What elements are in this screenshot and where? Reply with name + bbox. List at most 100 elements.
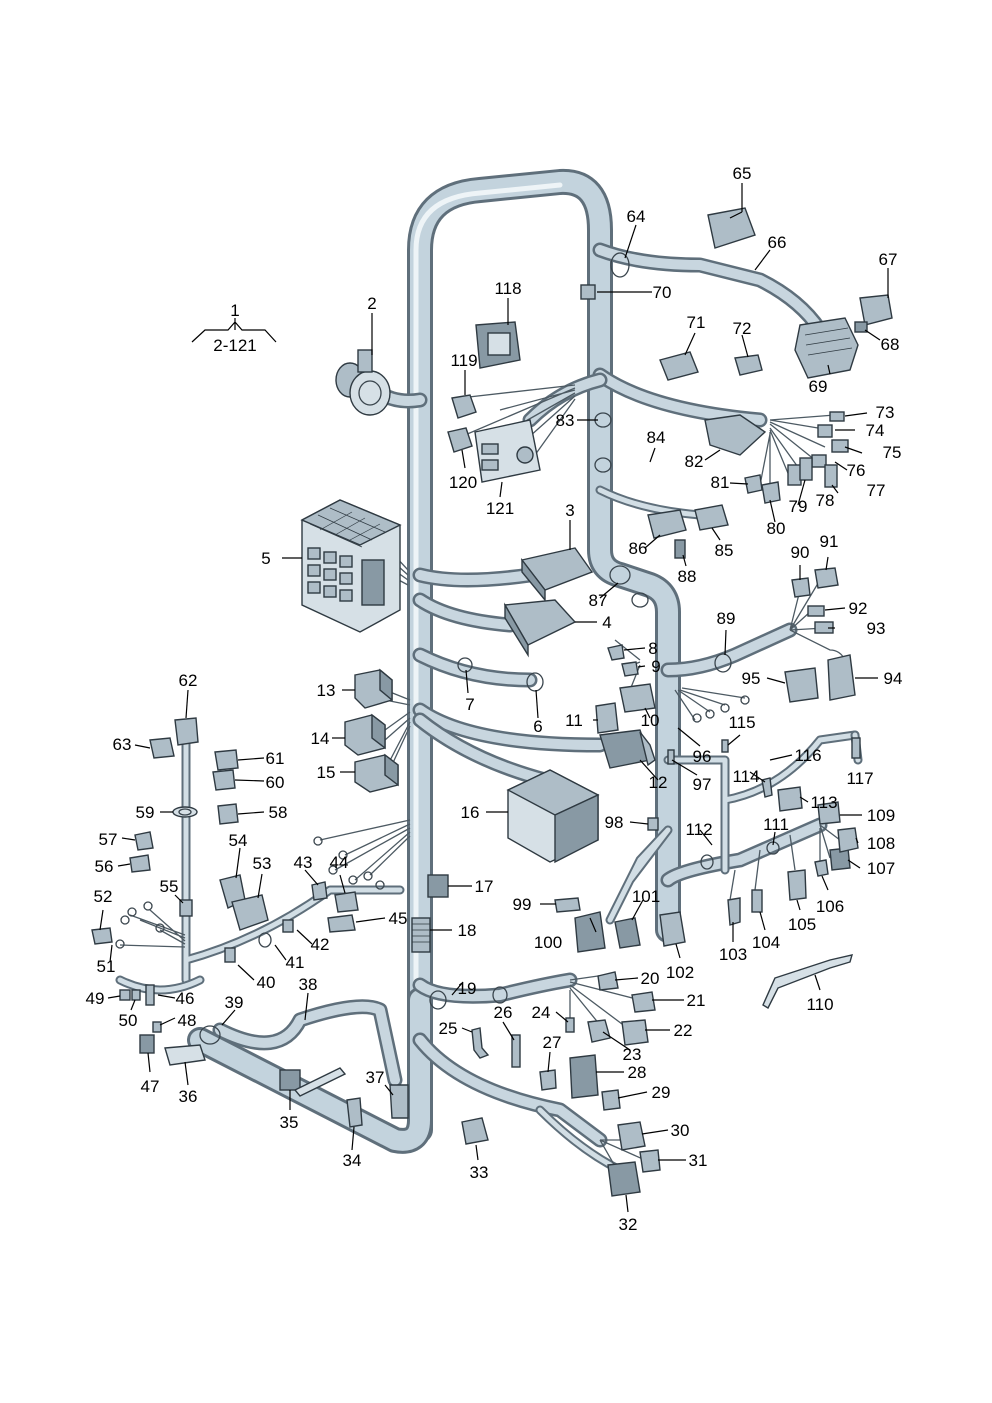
callout-labels: 1 2-121 2 3 4 5 6 7 8 9 10 11 12 13 14 1…: [86, 164, 903, 1234]
callout-102: 102: [666, 963, 694, 982]
callout-121: 121: [486, 499, 514, 518]
connector-4: [503, 599, 577, 658]
relay-14: [344, 713, 386, 756]
connector-55: [179, 899, 193, 917]
callout-5: 5: [261, 549, 270, 568]
callout-50: 50: [119, 1011, 138, 1030]
connector-53: [231, 894, 269, 931]
callout-18: 18: [458, 921, 477, 940]
connector-113: [777, 786, 803, 812]
callout-36: 36: [179, 1087, 198, 1106]
harness-thin-branches: [115, 485, 860, 1175]
callout-63: 63: [113, 735, 132, 754]
callout-46: 46: [176, 989, 195, 1008]
callout-19: 19: [458, 979, 477, 998]
callout-113: 113: [810, 793, 837, 812]
callout-91: 91: [820, 532, 839, 551]
connector-20: [597, 971, 619, 991]
callout-116: 116: [794, 746, 821, 765]
connector-10: [619, 683, 656, 713]
components: [91, 207, 893, 1197]
connector-120: [447, 427, 473, 453]
callout-40: 40: [257, 973, 276, 992]
callout-57: 57: [99, 830, 118, 849]
callout-105: 105: [788, 915, 816, 934]
connector-86: [647, 509, 687, 539]
callout-73: 73: [876, 403, 895, 422]
callout-90: 90: [791, 543, 810, 562]
connector-44: [334, 891, 359, 913]
connector-72: [734, 354, 763, 376]
connector-33: [461, 1117, 489, 1145]
main-loop-trunk: [407, 168, 681, 1143]
callout-35: 35: [280, 1113, 299, 1132]
connector-48: [152, 1021, 162, 1033]
connector-119: [451, 394, 477, 419]
callout-97: 97: [693, 775, 712, 794]
connector-104: [751, 889, 763, 913]
callout-111: 111: [763, 815, 789, 834]
callout-118: 118: [494, 279, 521, 298]
callout-51: 51: [97, 957, 116, 976]
relay-13: [354, 668, 393, 709]
lower-left-trunk: [187, 987, 433, 1154]
callout-7: 7: [465, 695, 474, 714]
callout-59: 59: [136, 803, 155, 822]
callout-11: 11: [565, 711, 583, 730]
callout-61: 61: [266, 749, 285, 768]
callout-16: 16: [461, 803, 480, 822]
cover-36: [164, 1044, 206, 1066]
callout-10: 10: [641, 711, 660, 730]
callout-83: 83: [556, 411, 575, 430]
callout-92: 92: [849, 599, 868, 618]
sleeve-18: [411, 917, 431, 953]
connector-35: [279, 1069, 301, 1091]
connector-46: [145, 984, 155, 1006]
callout-25: 25: [439, 1019, 458, 1038]
bracket-25: [471, 1027, 490, 1059]
bracket-26: [511, 1034, 521, 1068]
connector-100: [574, 911, 606, 953]
connector-29: [601, 1089, 621, 1111]
callout-82: 82: [685, 452, 704, 471]
callout-31: 31: [689, 1151, 708, 1170]
connector-98: [647, 817, 659, 831]
callout-24: 24: [532, 1003, 551, 1022]
callout-39: 39: [225, 993, 244, 1012]
callout-67: 67: [879, 250, 898, 269]
callout-41: 41: [286, 953, 305, 972]
callout-47: 47: [141, 1077, 160, 1096]
callout-26: 26: [494, 1003, 513, 1022]
callout-56: 56: [95, 857, 114, 876]
callout-85: 85: [715, 541, 734, 560]
ring-terminals-10: [692, 695, 750, 723]
callout-14: 14: [311, 729, 330, 748]
callout-114: 114: [732, 767, 759, 786]
connector-90: [791, 577, 811, 598]
connector-23: [587, 1019, 611, 1043]
switch-panel-121: [474, 419, 541, 483]
callout-60: 60: [266, 773, 285, 792]
relay-15: [354, 753, 399, 793]
connector-118: [475, 321, 521, 369]
callout-117: 117: [846, 769, 873, 788]
callout-96: 96: [693, 747, 712, 766]
ring-terminals-left: [115, 901, 165, 949]
callout-75: 75: [883, 443, 902, 462]
callout-71: 71: [687, 313, 706, 332]
callout-77: 77: [867, 481, 886, 500]
small-connectors-right-upper: [744, 411, 849, 504]
callout-53: 53: [253, 854, 272, 873]
callout-54: 54: [229, 831, 248, 850]
callout-107: 107: [867, 859, 895, 878]
connector-43: [311, 881, 328, 901]
connector-58: [217, 803, 239, 825]
callout-42: 42: [311, 935, 330, 954]
connector-32: [607, 1161, 641, 1197]
connector-50: [131, 989, 141, 1001]
bracket-110: [762, 954, 853, 1009]
callout-4: 4: [602, 613, 611, 632]
connector-85: [694, 504, 729, 531]
connector-101: [614, 917, 641, 949]
